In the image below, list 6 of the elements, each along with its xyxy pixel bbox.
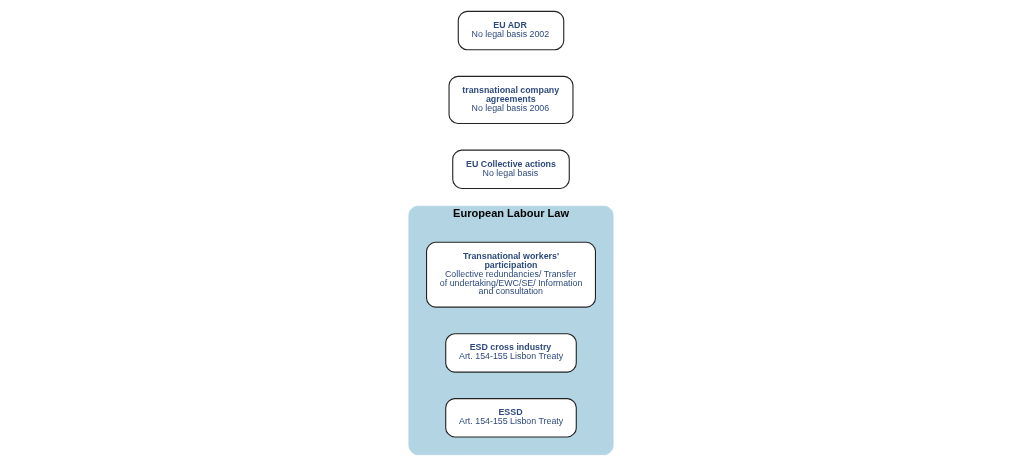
node-box: ESD cross industry Art. 154-155 Lisbon Treaty [445,333,577,373]
node-box: EU ADR No legal basis 2002 [457,10,565,51]
node-box: Transnational workers' participation Collective redundancies/ Transfer of undertaking/EWC/SE/ Information and consultation [426,241,596,308]
node-box: transnational company agreements No legal basis 2006 [448,75,574,125]
node-box: EU Collective actions No legal basis [452,149,570,189]
node-box: ESSD Art. 154-155 Lisbon Treaty [445,398,577,438]
